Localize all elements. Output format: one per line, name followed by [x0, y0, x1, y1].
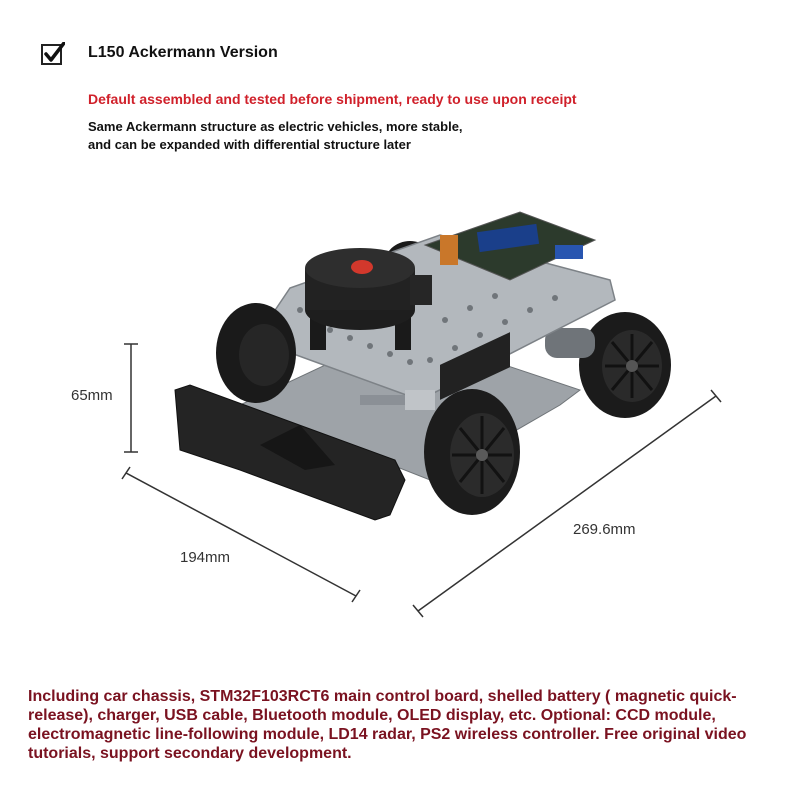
package-contents-text: Including car chassis, STM32F103RCT6 mai…: [28, 688, 747, 762]
oled-display: [476, 223, 540, 253]
width-dimension-line: [121, 466, 361, 603]
front-left-wheel: [216, 303, 296, 403]
length-dimension-line: [412, 389, 722, 618]
height-dimension-line: [124, 343, 138, 453]
product-title: L150 Ackermann Version: [88, 44, 278, 61]
lidar-radar: [305, 248, 432, 350]
checked-box-icon: [41, 42, 65, 65]
robot-car-illustration: [121, 211, 722, 618]
structure-description: Same Ackermann structure as electric veh…: [88, 119, 463, 152]
front-right-wheel: [424, 389, 520, 515]
rear-motor: [545, 328, 595, 358]
height-dimension-label: 65mm: [71, 387, 113, 404]
width-dimension-label: 194mm: [180, 549, 231, 566]
rear-right-wheel: [579, 312, 671, 418]
battery-pack: [440, 332, 510, 400]
length-dimension-label: 269.6mm: [573, 521, 636, 538]
shipment-note: Default assembled and tested before ship…: [88, 91, 577, 107]
